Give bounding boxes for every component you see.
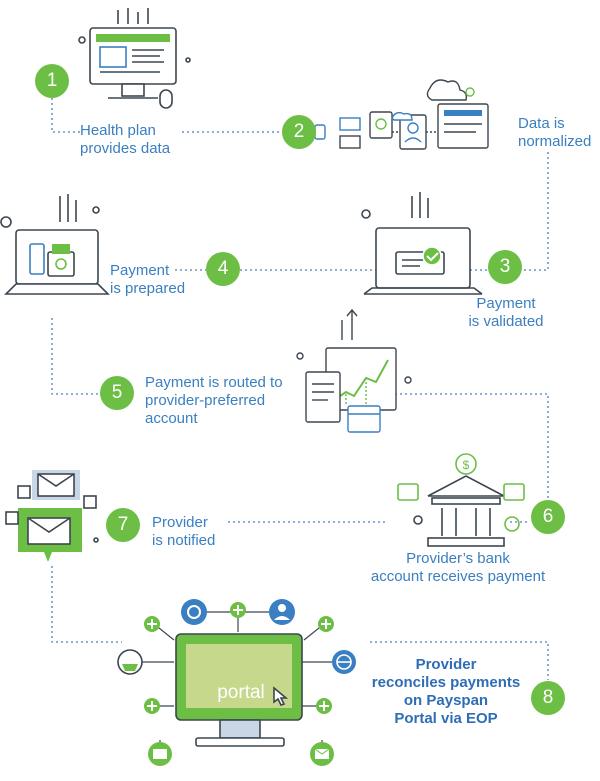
step-7-line-2: is notified	[152, 532, 216, 549]
step-8-line-1: Provider	[415, 656, 477, 673]
step-8-line-3: on Payspan	[403, 692, 489, 709]
step-2-line-2: normalized	[518, 133, 592, 150]
step-6-label: Provider’s bank account receives payment	[360, 550, 556, 586]
step-5-badge: 5	[100, 376, 134, 410]
step-3-line-1: Payment	[476, 295, 536, 312]
step-1-badge: 1	[35, 64, 69, 98]
step-6-line-2: account receives payment	[370, 568, 546, 585]
step-3-line-2: is validated	[468, 313, 544, 330]
connector-2-3	[522, 152, 549, 271]
step-4-badge: 4	[206, 252, 240, 286]
step-8-badge: 8	[531, 681, 565, 715]
laptop-payment-icon	[0, 194, 110, 295]
step-5-line-2: provider-preferred	[145, 392, 266, 409]
step-1-line-2: provides data	[80, 140, 171, 157]
step-2-label: Data is normalized	[518, 115, 591, 151]
step-5-line-1: Payment is routed to	[145, 374, 283, 391]
growth-chart-documents-icon	[296, 308, 412, 433]
step-6-badge: 6	[531, 500, 565, 534]
step-5-label: Payment is routed to provider-preferred …	[145, 374, 283, 428]
connector-1	[51, 98, 80, 133]
step-2-line-1: Data is	[518, 115, 565, 132]
step-8-label: Provider reconciles payments on Payspan …	[362, 656, 530, 728]
envelope-message-icon	[5, 470, 99, 562]
step-4-line-1: Payment	[110, 262, 170, 279]
step-7-badge: 7	[106, 508, 140, 542]
step-2-badge: 2	[282, 115, 316, 149]
step-1-line-1: Health plan	[80, 122, 156, 139]
monitor-with-mouse-icon	[78, 8, 191, 109]
data-network-icon	[314, 79, 489, 150]
portal-screen-text: portal	[217, 682, 265, 703]
portal-monitor-icon	[117, 599, 356, 766]
svg-text:$: $	[463, 458, 470, 472]
connector-7-8	[51, 566, 122, 643]
step-4-label: Payment is prepared	[110, 262, 185, 298]
laptop-checkmark-icon	[361, 192, 483, 295]
step-4-line-2: is prepared	[110, 280, 186, 297]
step-5-line-3: account	[145, 410, 198, 427]
step-8-line-4: Portal via EOP	[394, 710, 498, 727]
connector-4-5	[51, 318, 100, 395]
step-7-label: Provider is notified	[152, 514, 215, 550]
step-3-badge: 3	[488, 250, 522, 284]
bank-building-icon: $	[397, 453, 525, 547]
step-8-line-2: reconciles payments	[371, 674, 521, 691]
step-3-label: Payment is validated	[458, 295, 554, 331]
step-7-line-1: Provider	[152, 514, 208, 531]
step-6-line-1: Provider’s bank	[406, 550, 510, 567]
step-1-label: Health plan provides data	[80, 122, 170, 158]
